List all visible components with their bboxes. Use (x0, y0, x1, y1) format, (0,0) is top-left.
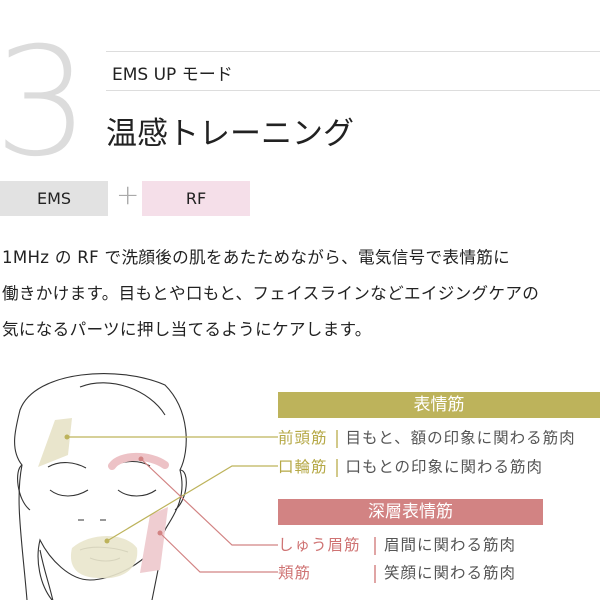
muscle-desc: 眉間に関わる筋肉 (384, 536, 517, 554)
muscle-desc: 口もとの印象に関わる筋肉 (345, 458, 544, 476)
step-number: 3 (0, 16, 90, 190)
muscle-row: 口輪筋口もとの印象に関わる筋肉 (278, 455, 543, 477)
group-heading: 表情筋 (278, 392, 600, 418)
separator (374, 564, 376, 583)
muscle-name: 前頭筋 (278, 429, 328, 447)
mouth-area (70, 536, 138, 579)
forehead-area (38, 418, 72, 467)
plus-icon: + (116, 178, 140, 211)
face-illustration (14, 373, 278, 600)
separator (374, 536, 376, 555)
divider (106, 90, 600, 91)
badge-ems: EMS (0, 181, 108, 216)
muscle-desc: 笑顔に関わる筋肉 (384, 564, 517, 582)
muscle-name: しゅう眉筋 (278, 536, 361, 554)
brow-area (108, 452, 169, 470)
cheek-area (140, 507, 168, 573)
muscle-name: 頬筋 (278, 564, 312, 582)
subtitle: EMS UP モード (112, 65, 233, 85)
badge-rf: RF (142, 181, 250, 216)
description-line: 働きかけます。目もとや口もと、フェイスラインなどエイジングケアの (2, 284, 540, 303)
separator (335, 429, 338, 448)
description-line: 1MHz の RF で洗顔後の肌をあたためながら、電気信号で表情筋に (2, 248, 511, 267)
page-title: 温感トレーニング (106, 116, 354, 152)
divider (106, 51, 600, 52)
muscle-desc: 目もと、額の印象に関わる筋肉 (345, 429, 576, 447)
group-heading: 深層表情筋 (278, 499, 543, 525)
separator (335, 458, 338, 477)
muscle-row: 前頭筋目もと、額の印象に関わる筋肉 (278, 426, 576, 448)
description-line: 気になるパーツに押し当てるようにケアします。 (2, 320, 372, 339)
muscle-name: 口輪筋 (278, 458, 328, 476)
description: 1MHz の RF で洗顔後の肌をあたためながら、電気信号で表情筋に 働きかけま… (2, 240, 600, 348)
muscle-row: しゅう眉筋 眉間に関わる筋肉 (278, 533, 516, 555)
muscle-row: 頬筋 笑顔に関わる筋肉 (278, 561, 516, 583)
